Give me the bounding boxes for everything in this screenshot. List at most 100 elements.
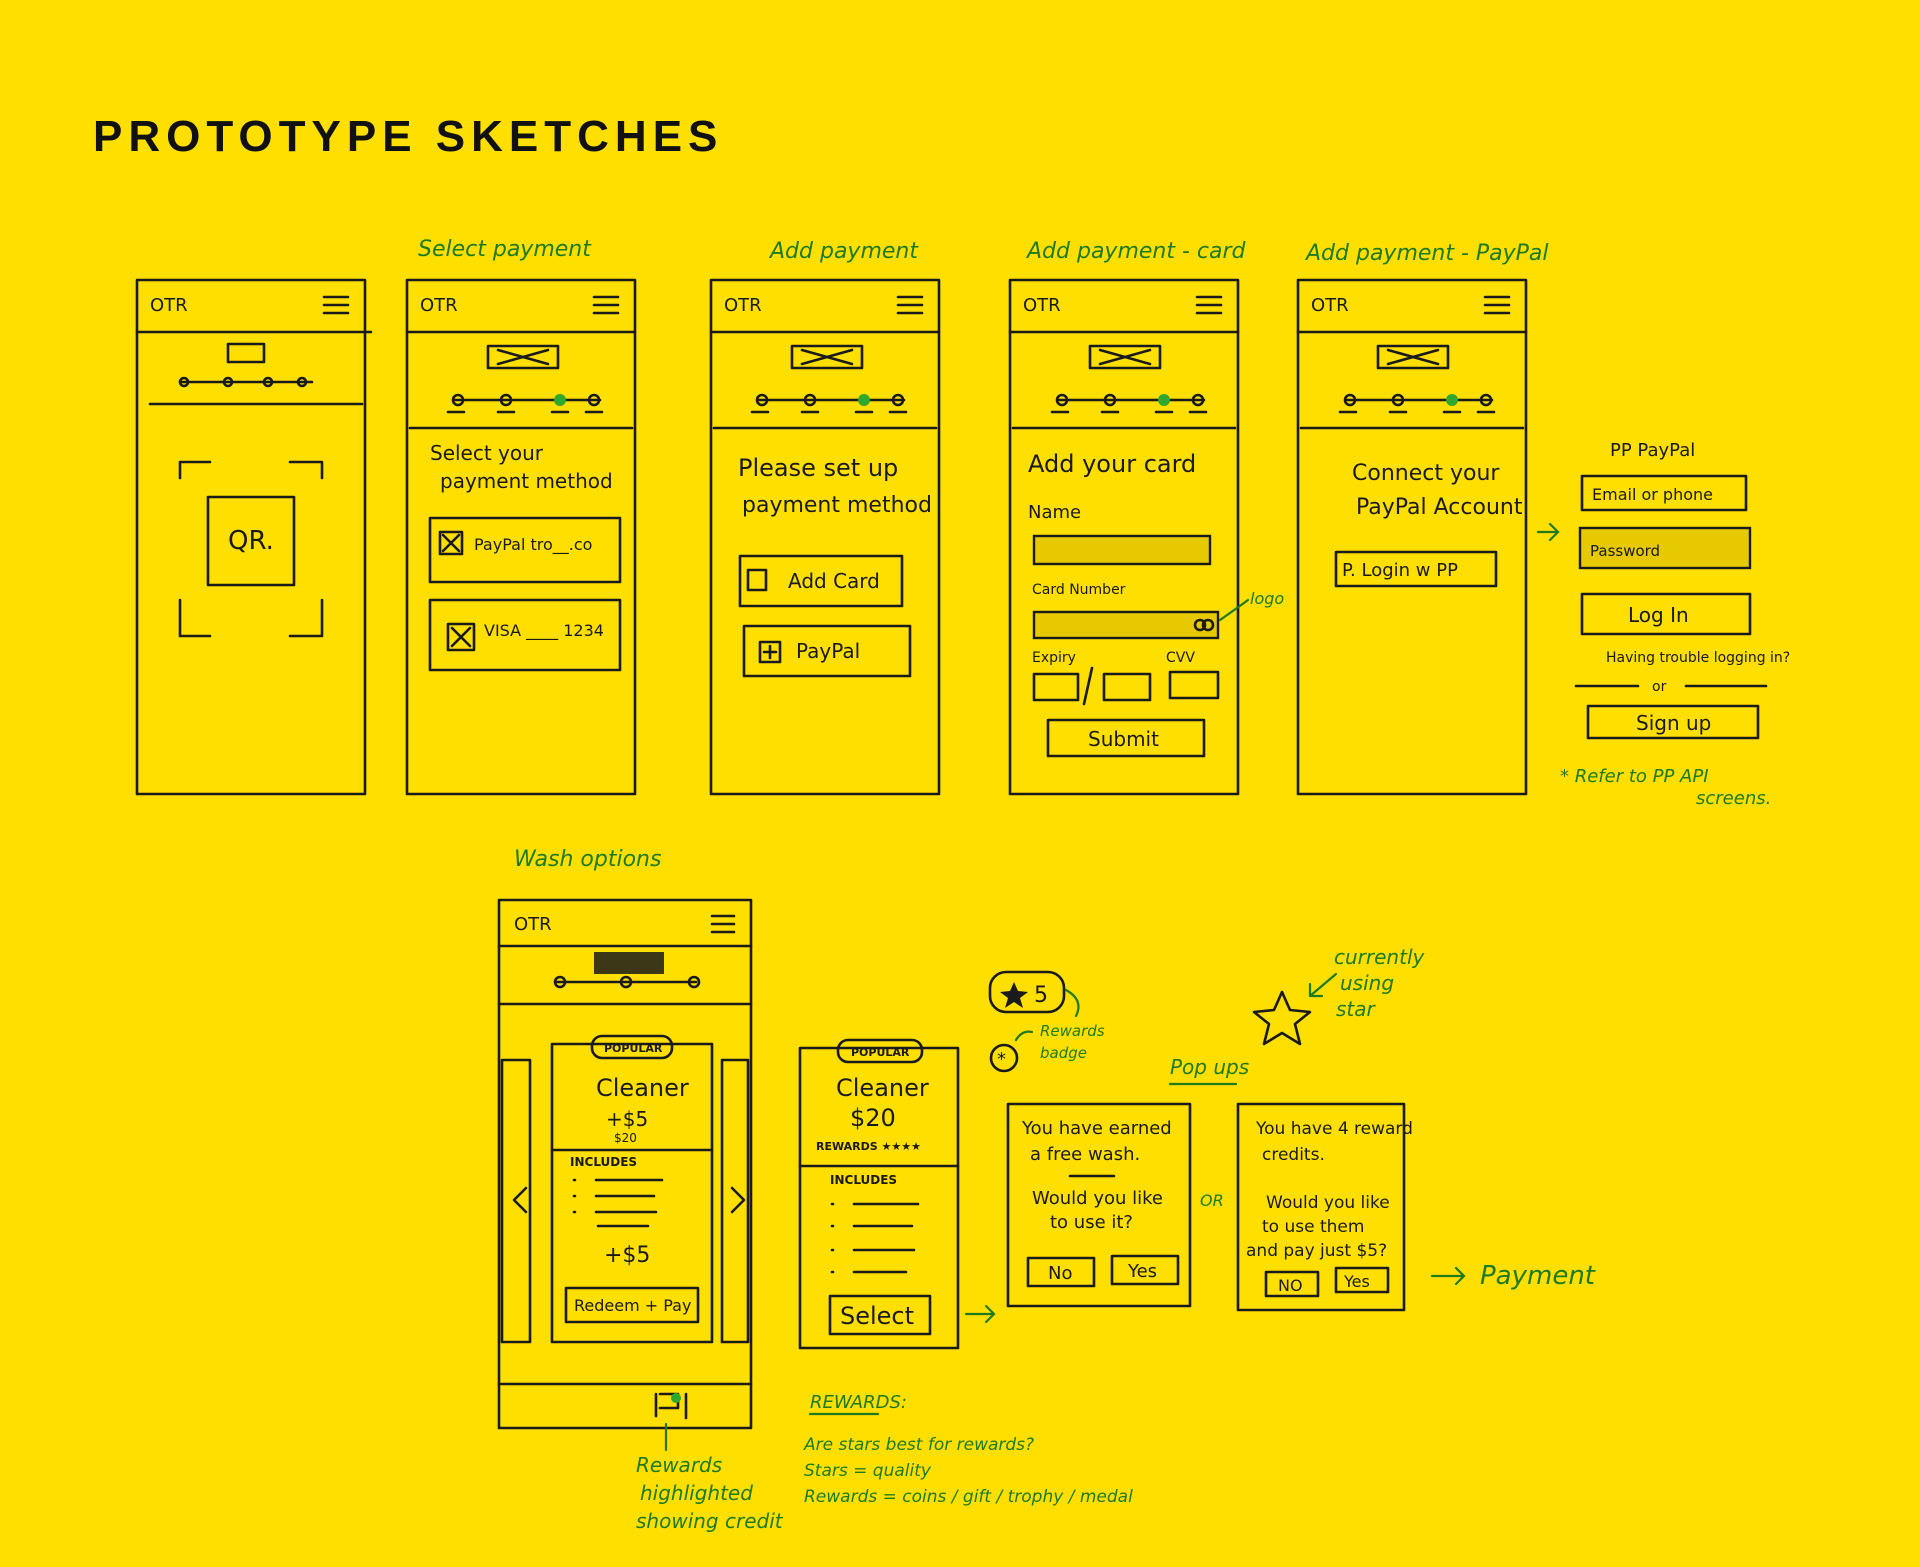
password-field[interactable]: Password	[1578, 526, 1752, 570]
screen-add-paypal: OTR Connect your PayPal Account P. Login…	[1296, 278, 1528, 796]
phone-frame	[1008, 278, 1240, 796]
button-label: Add Card	[788, 569, 880, 593]
redeem-pay-button[interactable]: Redeem + Pay	[564, 1286, 700, 1324]
includes-label: INCLUDES	[570, 1155, 637, 1169]
popup-no-button[interactable]: No	[1026, 1256, 1096, 1288]
rewards-note-3: showing credit	[636, 1509, 784, 1533]
button-label: Sign up	[1636, 711, 1711, 735]
popup-reward-credits: You have 4 reward credits. Would you lik…	[1236, 1102, 1413, 1312]
or-label: OR	[1200, 1191, 1224, 1210]
menu-icon[interactable]	[592, 295, 620, 315]
page-title: PROTOTYPE SKETCHES	[93, 112, 724, 161]
progress-stepper	[1050, 393, 1208, 414]
menu-icon[interactable]	[1483, 295, 1511, 315]
prompt-line-2: payment method	[440, 469, 613, 493]
popup-question-1: Would you like	[1266, 1193, 1390, 1213]
card-heading: Add your card	[1028, 450, 1196, 478]
payment-note: Payment	[1480, 1261, 1596, 1291]
remove-icon[interactable]	[446, 622, 476, 652]
popup-question-2: to use them	[1262, 1217, 1364, 1237]
button-label: Yes	[1343, 1272, 1370, 1291]
rewards-note-2: highlighted	[640, 1481, 753, 1505]
prev-card-peek[interactable]	[500, 1058, 532, 1344]
select-button[interactable]: Select	[828, 1294, 932, 1336]
option-label: PayPal tro__.co	[474, 535, 592, 555]
phone-frame	[709, 278, 941, 796]
car-image-icon	[486, 344, 560, 370]
popup-yes-button[interactable]: Yes	[1110, 1254, 1180, 1286]
badge-label: POPULAR	[851, 1046, 910, 1059]
email-field[interactable]: Email or phone	[1580, 474, 1748, 512]
popup-free-wash: You have earned a free wash. Would you l…	[1006, 1102, 1192, 1308]
progress-stepper	[553, 975, 701, 989]
badge-note-2: badge	[1040, 1044, 1087, 1062]
expiry-year-input[interactable]	[1102, 672, 1152, 702]
login-button[interactable]: Log In	[1580, 592, 1752, 636]
car-image-icon	[226, 342, 266, 364]
wash-price-bottom: +$5	[604, 1243, 650, 1268]
brand-logo: OTR	[150, 295, 188, 316]
expiry-month-input[interactable]	[1032, 672, 1080, 702]
button-label: NO	[1278, 1276, 1303, 1295]
popular-badge: POPULAR	[836, 1038, 924, 1064]
screen-qr: OTR QR.	[135, 278, 373, 796]
includes-label: INCLUDES	[830, 1173, 897, 1187]
wash-card[interactable]: POPULAR Cleaner +$5 $20 INCLUDES +$5 Red…	[550, 1034, 714, 1344]
prev-chevron-icon[interactable]	[512, 1186, 528, 1214]
rewards-notes: REWARDS: Are stars best for rewards? Sta…	[803, 1392, 1133, 1507]
prompt-line-1: Please set up	[738, 454, 898, 482]
name-label: Name	[1028, 502, 1081, 523]
card-number-input[interactable]	[1032, 610, 1220, 640]
remove-icon[interactable]	[438, 530, 464, 556]
name-input[interactable]	[1032, 534, 1212, 566]
rewards-notes-line-1: Are stars best for rewards?	[803, 1435, 1034, 1455]
cvv-input[interactable]	[1168, 670, 1220, 700]
rewards-flag-icon[interactable]	[654, 1392, 688, 1420]
brand-logo: OTR	[420, 295, 458, 316]
star-note-3: star	[1336, 997, 1377, 1021]
popup-yes-button[interactable]: Yes	[1334, 1266, 1390, 1294]
payment-option-visa[interactable]: VISA ____ 1234	[428, 598, 622, 672]
next-chevron-icon[interactable]	[730, 1186, 746, 1214]
menu-icon[interactable]	[896, 295, 924, 315]
paypal-title: PP PayPal	[1610, 440, 1695, 461]
paypal-login-button[interactable]: P. Login w PP	[1334, 550, 1498, 588]
add-paypal-button[interactable]: PayPal	[742, 624, 912, 678]
signup-button[interactable]: Sign up	[1586, 704, 1760, 740]
card-icon	[746, 568, 768, 592]
button-label: P. Login w PP	[1342, 560, 1458, 581]
qr-viewfinder[interactable]: QR.	[178, 460, 324, 638]
phone-frame	[405, 278, 637, 796]
caption-add-card: Add payment - card	[1025, 239, 1247, 264]
payment-option-paypal[interactable]: PayPal tro__.co	[428, 516, 622, 584]
rewards-badge: 5 * Rewards badge	[988, 970, 1105, 1073]
api-note-1: * Refer to PP API	[1560, 766, 1709, 787]
progress-stepper	[446, 393, 604, 414]
menu-icon[interactable]	[710, 914, 736, 934]
star-note: currently using star	[1252, 945, 1425, 1046]
trouble-link[interactable]: Having trouble logging in?	[1606, 650, 1790, 666]
wash-price: +$5	[606, 1107, 648, 1131]
menu-icon[interactable]	[322, 295, 350, 315]
car-image-icon	[1376, 344, 1450, 370]
wash-card-alt[interactable]: POPULAR Cleaner $20 REWARDS ★★★★ INCLUDE…	[798, 1038, 960, 1350]
star-note-2: using	[1340, 971, 1394, 995]
rewards-notes-line-3: Rewards = coins / gift / trophy / medal	[804, 1487, 1133, 1507]
popup-no-button[interactable]: NO	[1264, 1270, 1320, 1298]
or-divider: or	[1652, 679, 1667, 695]
screen-add-card: OTR Add your card Name Card Number logo …	[1008, 278, 1284, 796]
progress-stepper	[1338, 393, 1496, 414]
paypal-login-sketch: PP PayPal Email or phone Password Log In…	[1560, 440, 1790, 809]
caption-add-paypal: Add payment - PayPal	[1304, 241, 1549, 266]
add-card-button[interactable]: Add Card	[738, 554, 904, 608]
screen-wash-options: OTR POPULAR Cleaner +$5 $20 INCLUDES	[497, 898, 784, 1533]
menu-icon[interactable]	[1195, 295, 1223, 315]
paypal-heading-1: Connect your	[1352, 461, 1500, 486]
button-label: Submit	[1088, 727, 1159, 751]
next-card-peek[interactable]	[720, 1058, 750, 1344]
phone-frame	[135, 278, 367, 796]
submit-button[interactable]: Submit	[1046, 718, 1206, 758]
option-label: VISA ____ 1234	[484, 621, 604, 641]
prompt-line-2: payment method	[742, 493, 932, 518]
